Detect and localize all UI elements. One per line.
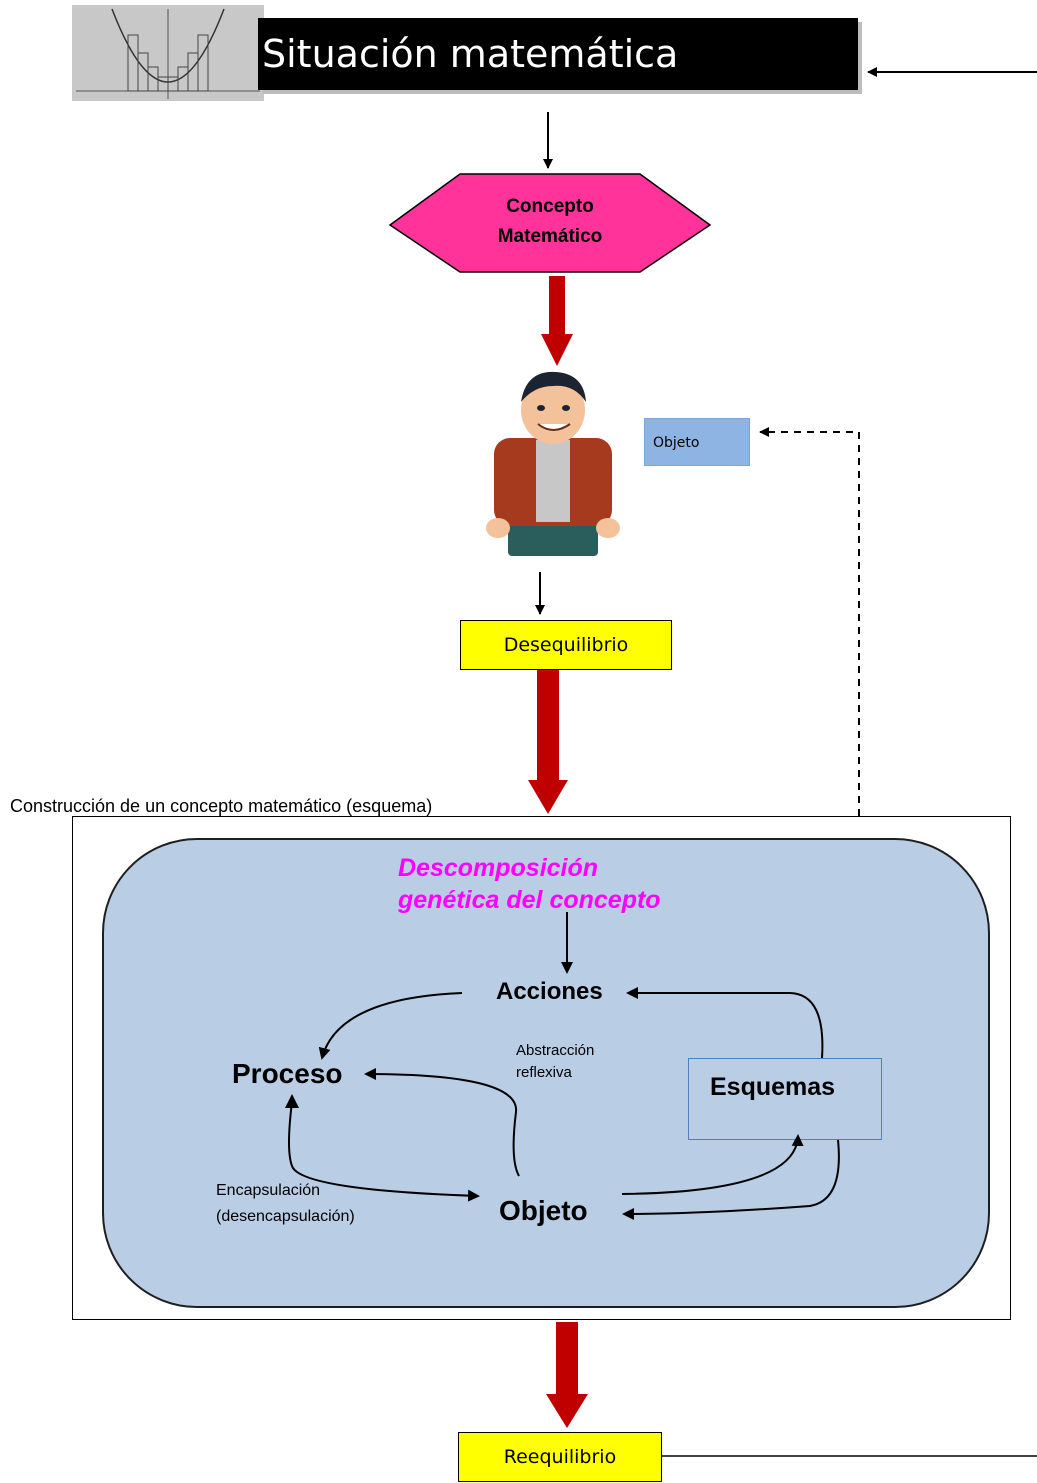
thick-arrow-desequilibrio-to-frame [528,670,568,814]
parabola-graph-image [72,5,264,101]
encapsulacion-line-2: (desencapsulación) [216,1208,355,1225]
abstraccion-annotation: Abstracción reflexiva [516,1040,626,1084]
arrow-objeto-to-esquemas [621,1134,804,1195]
thick-arrow-concept-to-student [541,276,573,366]
esquemas-box [688,1058,882,1140]
arrow-esquemas-to-objeto [622,1139,840,1220]
node-acciones: Acciones [496,978,603,1005]
thick-arrow-frame-to-reequilibrio [546,1322,588,1428]
situation-title: Situación matemática [258,18,858,90]
arrow-proceso-objeto-encapsulation [288,1101,480,1202]
concept-label: Concepto Matemático [390,192,710,262]
node-objeto: Objeto [499,1195,588,1226]
reequilibrio-box: Reequilibrio [458,1432,662,1482]
concept-line-1: Concepto [506,196,594,217]
concept-hexagon [388,173,712,273]
desequilibrio-box: Desequilibrio [460,620,672,670]
abstraccion-line-2: reflexiva [516,1064,572,1081]
decomposition-title: Descomposición genética del concepto [398,852,738,916]
arrow-acciones-to-proceso [318,992,463,1060]
arrow-esquemas-to-acciones [626,987,824,1059]
construction-frame [72,816,1011,1320]
student-figure-illustration [478,368,628,556]
node-esquemas: Esquemas [710,1073,836,1101]
abstraccion-line-1: Abstracción [516,1042,595,1059]
encapsulacion-line-1: Encapsulación [216,1182,321,1199]
decomposition-line-2: genética del concepto [398,886,661,914]
concept-line-2: Matemático [497,226,603,247]
dashed-feedback-line [759,427,860,816]
encapsulacion-annotation: Encapsulación (desencapsulación) [216,1178,406,1230]
encapsulation-arrowhead-up [285,1094,299,1108]
decomposition-line-1: Descomposición [398,854,599,882]
construction-caption: Construcción de un concepto matemático (… [10,796,433,816]
node-proceso: Proceso [232,1058,343,1089]
objeto-feedback-box: Objeto [644,418,750,466]
arrow-objeto-to-proceso [364,1068,520,1177]
